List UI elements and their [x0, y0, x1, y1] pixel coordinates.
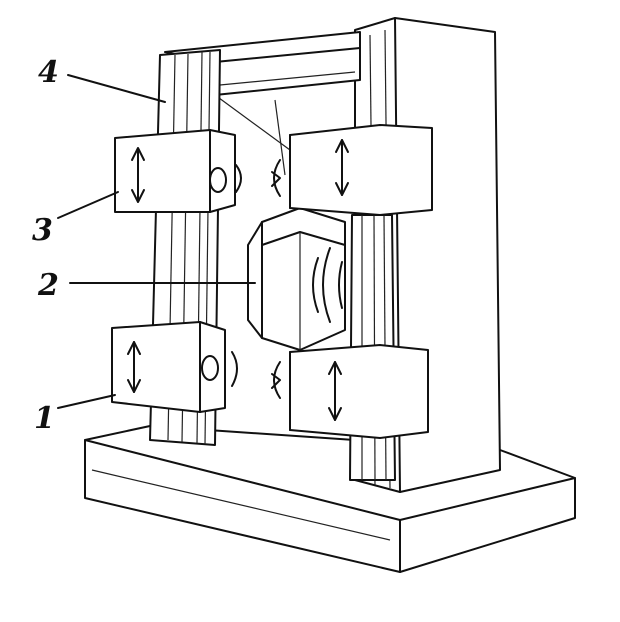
base-plate — [84, 425, 576, 573]
leader-line-3 — [57, 191, 119, 219]
label-3: 3 — [32, 213, 53, 248]
label-4: 4 — [38, 55, 59, 90]
workpiece — [247, 207, 346, 351]
label-2: 2 — [37, 268, 59, 303]
label-1: 1 — [34, 401, 55, 436]
upper-right-carriage — [271, 124, 433, 216]
leader-line-4 — [67, 74, 166, 103]
leader-line-1 — [57, 394, 116, 409]
lower-left-carriage — [111, 321, 238, 413]
upper-left-carriage — [114, 129, 242, 213]
lower-right-carriage — [271, 344, 429, 439]
top-crossbar — [164, 31, 361, 176]
